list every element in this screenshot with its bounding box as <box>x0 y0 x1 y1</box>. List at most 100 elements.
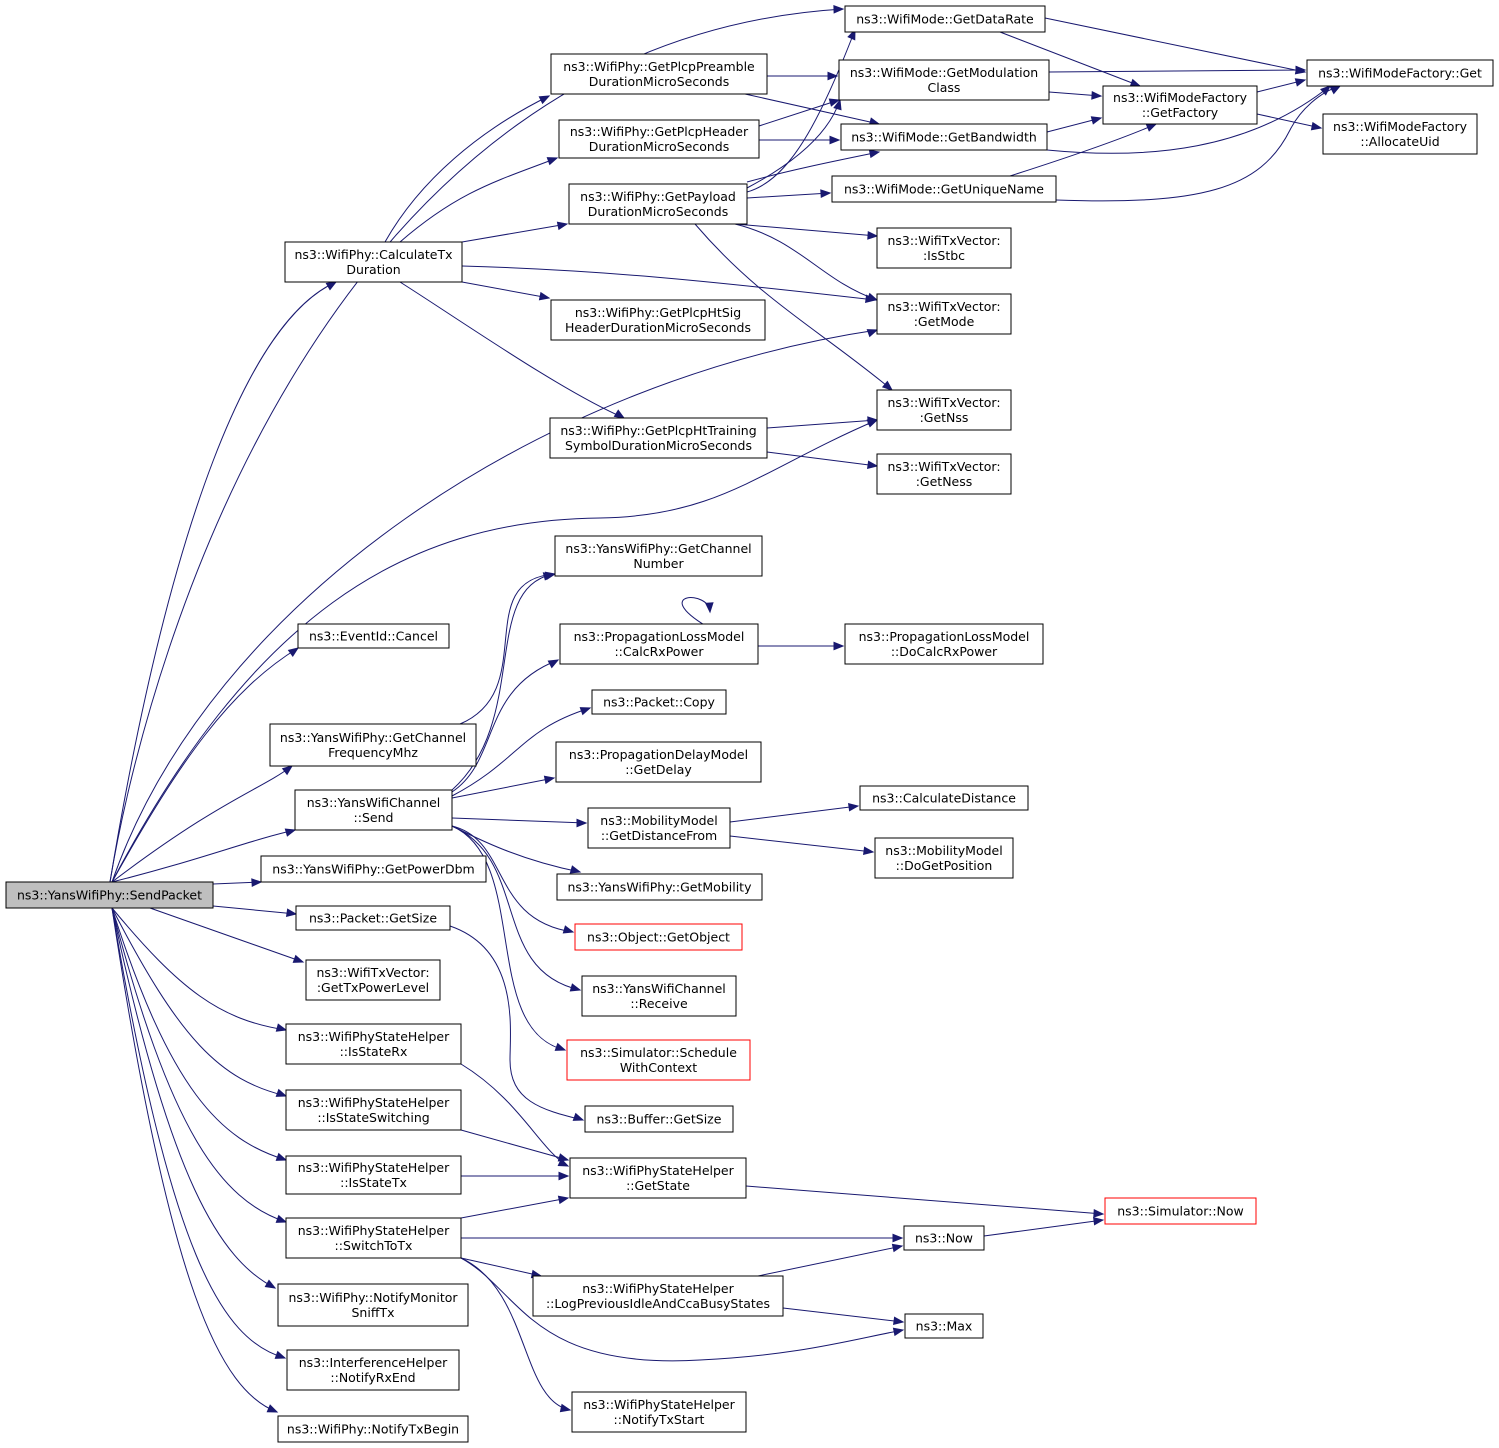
function-node-sim-now[interactable]: ns3::Simulator::Now <box>1104 1197 1257 1225</box>
node-label: ::Send <box>354 810 394 825</box>
function-node-now[interactable]: ns3::Now <box>903 1225 985 1251</box>
node-box <box>591 689 727 715</box>
function-node-sendpacket[interactable]: ns3::YansWifiPhy::SendPacket <box>5 881 214 909</box>
function-node-wm-getuniquename[interactable]: ns3::WifiMode::GetUniqueName <box>831 175 1057 203</box>
function-node-wp-htsig[interactable]: ns3::WifiPhy::GetPlcpHtSigHeaderDuration… <box>550 299 766 341</box>
function-node-obj-getobject[interactable]: ns3::Object::GetObject <box>574 923 743 951</box>
call-edge <box>1055 85 1341 202</box>
function-node-pkt-copy[interactable]: ns3::Packet::Copy <box>591 689 727 715</box>
function-node-calcdist[interactable]: ns3::CalculateDistance <box>859 785 1029 811</box>
call-edge <box>111 907 286 1359</box>
function-node-plm-docalcrx[interactable]: ns3::PropagationLossModel::DoCalcRxPower <box>844 623 1044 665</box>
function-node-buf-getsize[interactable]: ns3::Buffer::GetSize <box>584 1105 734 1133</box>
function-node-wmf-getfactory[interactable]: ns3::WifiModeFactory::GetFactory <box>1102 85 1258 125</box>
call-edge <box>1048 69 1306 73</box>
call-edge <box>111 829 296 883</box>
function-node-wm-getbandwidth[interactable]: ns3::WifiMode::GetBandwidth <box>840 123 1048 151</box>
node-label: ns3::YansWifiPhy::GetChannel <box>565 541 751 556</box>
call-edge <box>399 157 558 243</box>
node-label: ns3::WifiPhy::GetPlcpHtTraining <box>560 423 756 438</box>
function-node-psh-logprev[interactable]: ns3::WifiPhyStateHelper::LogPreviousIdle… <box>532 1275 784 1317</box>
arrowhead <box>569 865 582 874</box>
call-edge <box>766 451 878 467</box>
arrowhead <box>559 1403 572 1413</box>
call-edge <box>734 223 878 301</box>
call-edge <box>111 907 287 1161</box>
function-node-tv-getmode[interactable]: ns3::WifiTxVector::GetMode <box>876 293 1012 335</box>
call-edge <box>111 419 878 883</box>
arrowhead <box>264 1279 277 1289</box>
node-label: Number <box>633 556 684 571</box>
node-label: ::AllocateUid <box>1360 134 1439 149</box>
function-node-wp-httraining[interactable]: ns3::WifiPhy::GetPlcpHtTrainingSymbolDur… <box>549 417 768 459</box>
node-label: ns3::WifiPhy::GetPlcpHeader <box>570 124 749 139</box>
arrowhead <box>292 954 305 963</box>
function-node-psh-isstaterx[interactable]: ns3::WifiPhyStateHelper::IsStateRx <box>285 1023 462 1065</box>
call-edge <box>729 805 859 823</box>
function-node-ywp-getmobility[interactable]: ns3::YansWifiPhy::GetMobility <box>556 873 763 901</box>
function-node-wmf-allocateuid[interactable]: ns3::WifiModeFactory::AllocateUid <box>1322 113 1478 155</box>
function-node-psh-switchtotx[interactable]: ns3::WifiPhyStateHelper::SwitchToTx <box>285 1217 462 1259</box>
function-node-psh-isswitching[interactable]: ns3::WifiPhyStateHelper::IsStateSwitchin… <box>285 1089 462 1131</box>
node-box <box>532 1275 784 1317</box>
function-node-psh-notifytxstart[interactable]: ns3::WifiPhyStateHelper::NotifyTxStart <box>571 1391 747 1433</box>
function-node-ywc-receive[interactable]: ns3::YansWifiChannel::Receive <box>581 975 737 1017</box>
node-box <box>574 923 743 951</box>
node-box <box>844 5 1046 33</box>
function-node-wm-getdatarate[interactable]: ns3::WifiMode::GetDataRate <box>844 5 1046 33</box>
arrowhead <box>274 1350 287 1359</box>
node-label: ::IsStateTx <box>340 1175 407 1190</box>
node-label: ::GetFactory <box>1142 105 1219 120</box>
function-node-mm-dogetpos[interactable]: ns3::MobilityModel::DoGetPosition <box>874 837 1014 879</box>
function-node-pkt-getsize[interactable]: ns3::Packet::GetSize <box>295 905 451 931</box>
node-box <box>260 855 487 883</box>
function-node-wp-notifytxbegin[interactable]: ns3::WifiPhy::NotifyTxBegin <box>277 1415 469 1443</box>
function-node-tv-gettxpower[interactable]: ns3::WifiTxVector::GetTxPowerLevel <box>305 959 441 1001</box>
function-node-tv-isstbc[interactable]: ns3::WifiTxVector::IsStbc <box>876 227 1012 269</box>
call-edge <box>451 825 566 1051</box>
function-node-max[interactable]: ns3::Max <box>904 1313 984 1339</box>
function-node-mm-getdist[interactable]: ns3::MobilityModel::GetDistanceFrom <box>587 807 731 849</box>
function-node-psh-getstate[interactable]: ns3::WifiPhyStateHelper::GetState <box>569 1157 747 1199</box>
arrowhead <box>1294 78 1307 87</box>
node-box <box>559 623 759 665</box>
call-edge <box>1046 85 1331 154</box>
function-node-wp-preamble[interactable]: ns3::WifiPhy::GetPlcpPreambleDurationMic… <box>550 53 768 95</box>
arrowhead <box>867 231 879 240</box>
arrowhead <box>557 1153 570 1162</box>
function-node-plm-calcrx[interactable]: ns3::PropagationLossModel::CalcRxPower <box>559 623 759 665</box>
arrowhead <box>848 802 860 812</box>
function-node-ywp-getpower[interactable]: ns3::YansWifiPhy::GetPowerDbm <box>260 855 487 883</box>
node-label: ns3::WifiPhy::GetPlcpPreamble <box>563 59 755 74</box>
arrowhead <box>543 775 556 785</box>
node-label: ns3::WifiPhyStateHelper <box>298 1223 450 1238</box>
function-node-wmf-get[interactable]: ns3::WifiModeFactory::Get <box>1306 59 1494 87</box>
function-node-pdm-getdelay[interactable]: ns3::PropagationDelayModel::GetDelay <box>555 741 762 783</box>
function-node-ywc-send[interactable]: ns3::YansWifiChannel::Send <box>294 789 453 831</box>
arrowhead <box>867 460 879 470</box>
node-label: ns3::Object::GetObject <box>587 930 730 945</box>
node-label: SniffTx <box>352 1305 395 1320</box>
node-label: ns3::WifiMode::GetBandwidth <box>851 130 1037 145</box>
function-node-tv-getnss[interactable]: ns3::WifiTxVector::GetNss <box>876 389 1012 431</box>
call-edge <box>111 647 299 883</box>
node-label: ::NotifyRxEnd <box>330 1370 415 1385</box>
function-node-ih-notifyrxend[interactable]: ns3::InterferenceHelper::NotifyRxEnd <box>286 1349 460 1391</box>
function-node-psh-isstatetx[interactable]: ns3::WifiPhyStateHelper::IsStateTx <box>285 1155 462 1195</box>
function-node-wp-payload[interactable]: ns3::WifiPhy::GetPayloadDurationMicroSec… <box>568 183 748 225</box>
node-label: ns3::YansWifiPhy::GetPowerDbm <box>272 862 474 877</box>
function-node-tv-getness[interactable]: ns3::WifiTxVector::GetNess <box>876 453 1012 495</box>
arrowhead <box>866 329 879 338</box>
function-node-wp-header[interactable]: ns3::WifiPhy::GetPlcpHeaderDurationMicro… <box>558 119 760 159</box>
node-label: ns3::WifiModeFactory <box>1113 90 1248 105</box>
call-edge <box>461 265 876 301</box>
function-node-eid-cancel[interactable]: ns3::EventId::Cancel <box>297 623 450 649</box>
call-edge <box>460 1129 569 1161</box>
node-box <box>587 807 731 849</box>
